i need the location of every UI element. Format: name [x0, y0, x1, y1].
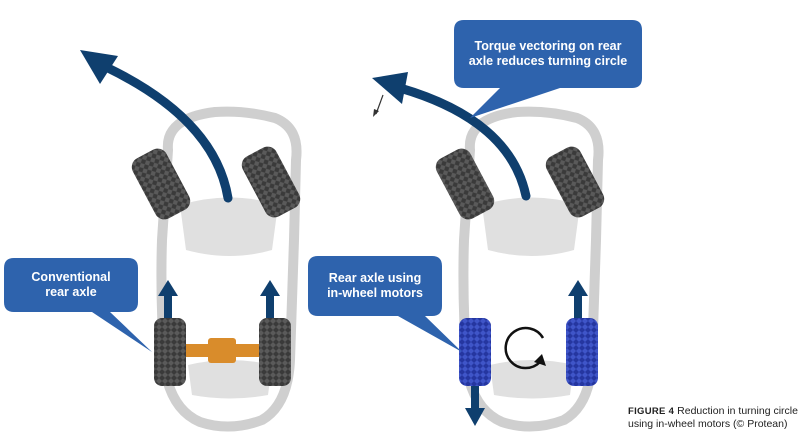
- rotation-arrow-icon: [504, 326, 545, 370]
- front-right-tire: [241, 146, 301, 218]
- callout-in-wheel-bubble: [308, 256, 462, 352]
- right-car-windshield: [482, 197, 580, 256]
- rear-right-tire: [259, 318, 291, 386]
- down-arrow-icon: [465, 386, 485, 426]
- callout-torque-text: Torque vectoring on rear axle reduces tu…: [468, 39, 628, 68]
- left-car-windshield: [180, 197, 278, 256]
- left-car-rear-window: [188, 360, 272, 399]
- figure-caption-label: FIGURE 4: [628, 406, 675, 417]
- left-turning-arrow: [103, 63, 233, 203]
- front-left-tire: [435, 148, 495, 220]
- small-pointer-arrowhead: [373, 109, 379, 117]
- right-turning-arrowhead: [372, 72, 408, 104]
- callout-conventional-bubble: [4, 258, 152, 352]
- left-turning-arrowhead: [80, 50, 118, 84]
- up-arrow-icon: [568, 280, 588, 318]
- front-right-tire: [545, 146, 605, 218]
- right-car-rear-window: [490, 360, 574, 399]
- right-car: [372, 72, 605, 432]
- callout-conventional-text: Conventional rear axle: [31, 270, 111, 299]
- rear-right-motor-tire: [566, 318, 598, 386]
- rear-left-tire: [154, 318, 186, 386]
- rear-left-motor-tire: [459, 318, 491, 386]
- callout-in-wheel-text: Rear axle using in-wheel motors: [327, 271, 423, 300]
- figure-caption: FIGURE 4 Reduction in turning circle usi…: [628, 405, 806, 431]
- left-up-arrow-icon: [158, 280, 178, 318]
- right-up-arrow-icon: [260, 280, 280, 318]
- front-left-tire: [131, 148, 191, 220]
- right-turning-arrow: [395, 83, 531, 201]
- callout-torque-bubble: [454, 20, 642, 118]
- rotation-arrowhead: [534, 354, 546, 366]
- left-car: [80, 50, 302, 432]
- figure-caption-text: Reduction in turning circle using in-whe…: [628, 405, 798, 430]
- rear-axle: [186, 338, 259, 363]
